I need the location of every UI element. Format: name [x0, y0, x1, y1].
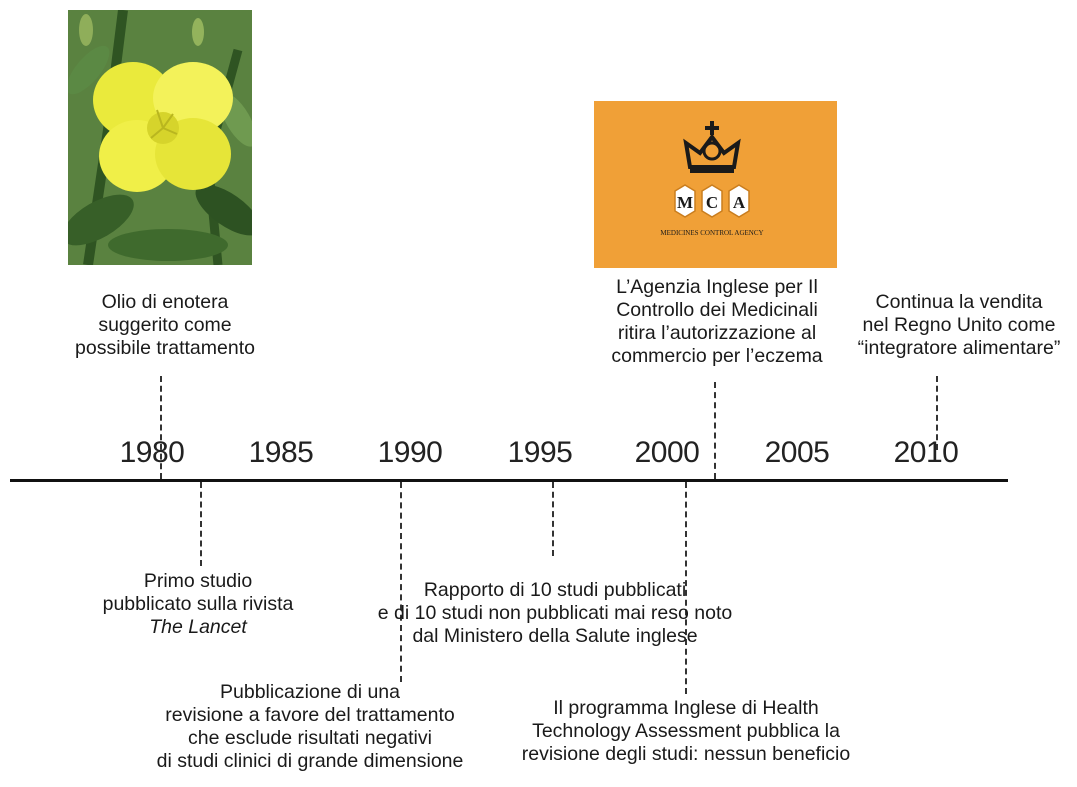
connector-pubblicazione — [400, 482, 402, 682]
event-line: commercio per l’eczema — [611, 345, 823, 367]
event-line: Technology Assessment pubblica la — [532, 720, 840, 742]
event-hta-label: Il programma Inglese di Health Technolog… — [494, 697, 878, 766]
connector-rapporto — [552, 482, 554, 556]
event-vendita-label: Continua la vendita nel Regno Unito come… — [848, 291, 1070, 360]
event-primo-studio-label: Primo studio pubblicato sulla rivista Th… — [78, 570, 318, 639]
logo-letter-m: M — [677, 193, 693, 212]
event-line: Il programma Inglese di Health — [553, 697, 819, 719]
crown-icon — [683, 121, 741, 173]
event-line: revisione a favore del trattamento — [165, 704, 455, 726]
event-line: Olio di enotera — [101, 291, 229, 313]
connector-vendita — [936, 376, 938, 450]
event-line: “integratore alimentare” — [857, 337, 1061, 359]
mca-logo: M C A MEDICINES CONTROL AGENCY — [594, 101, 837, 268]
event-rapporto-label: Rapporto di 10 studi pubblicati e di 10 … — [348, 579, 762, 648]
event-line: e di 10 studi non pubblicati mai reso no… — [377, 602, 733, 624]
event-line: pubblicato sulla rivista — [102, 593, 294, 615]
event-enotera-label: Olio di enotera suggerito come possibile… — [40, 291, 290, 360]
year-label: 1995 — [507, 436, 573, 469]
event-line: Continua la vendita — [875, 291, 1043, 313]
event-line: Controllo dei Medicinali — [616, 299, 818, 321]
connector-hta — [685, 482, 687, 694]
year-label: 1990 — [377, 436, 443, 469]
logo-agency-name: MEDICINES CONTROL AGENCY — [660, 229, 763, 237]
event-mca-label: L’Agenzia Inglese per Il Controllo dei M… — [582, 276, 852, 368]
event-line: Rapporto di 10 studi pubblicati — [423, 579, 687, 601]
year-label: 1980 — [119, 436, 185, 469]
event-line: revisione degli studi: nessun beneficio — [521, 743, 851, 765]
event-line: L’Agenzia Inglese per Il — [616, 276, 818, 298]
year-label: 2005 — [764, 436, 830, 469]
connector-primo-studio — [200, 482, 202, 566]
event-line: nel Regno Unito come — [862, 314, 1056, 336]
event-line: Pubblicazione di una — [220, 681, 400, 703]
event-line: che esclude risultati negativi — [188, 727, 432, 749]
event-line: suggerito come — [98, 314, 232, 336]
event-line: ritira l’autorizzazione al — [617, 322, 817, 344]
event-line: Primo studio — [143, 570, 253, 592]
journal-name: The Lancet — [149, 616, 247, 638]
connector-enotera — [160, 376, 162, 479]
logo-letter-a: A — [733, 193, 746, 212]
event-line: di studi clinici di grande dimensione — [156, 750, 464, 772]
event-pubblicazione-label: Pubblicazione di una revisione a favore … — [128, 681, 492, 773]
year-label: 1985 — [248, 436, 314, 469]
evening-primrose-photo — [68, 10, 252, 265]
event-line: dal Ministero della Salute inglese — [412, 625, 698, 647]
event-line: possibile trattamento — [75, 337, 255, 359]
year-label: 2010 — [893, 436, 959, 469]
connector-mca — [714, 382, 716, 479]
year-label: 2000 — [634, 436, 700, 469]
logo-letter-c: C — [706, 193, 718, 212]
timeline-axis — [10, 479, 1008, 482]
